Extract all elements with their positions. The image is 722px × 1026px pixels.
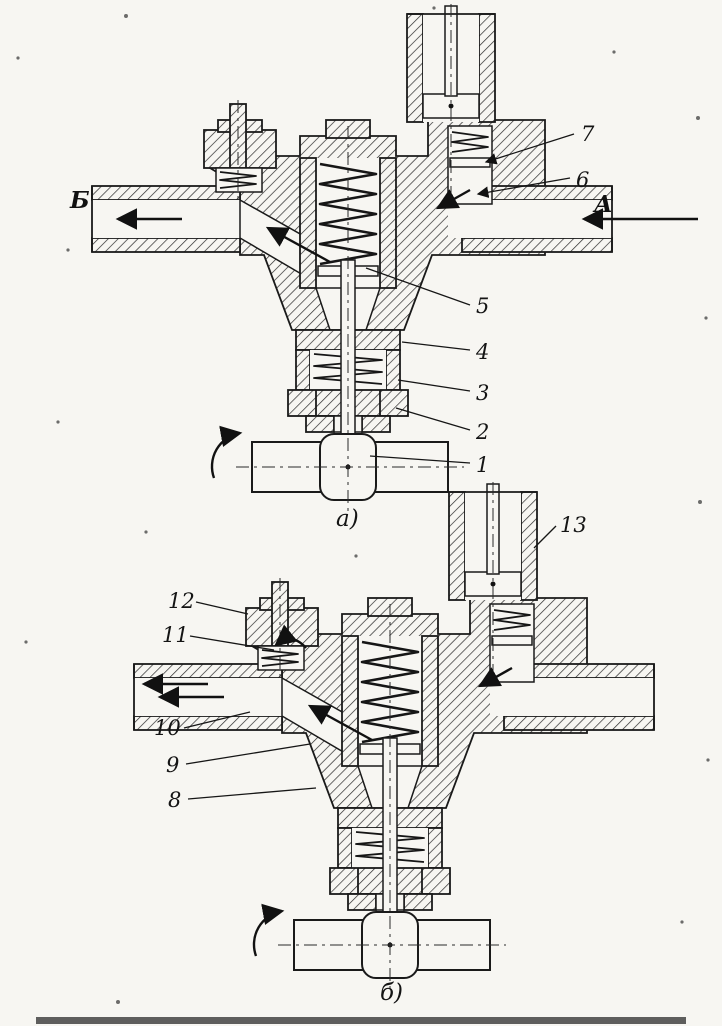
callout-3: 3 bbox=[476, 381, 489, 405]
port-label-out: Б bbox=[69, 187, 90, 214]
leader-13 bbox=[533, 525, 557, 549]
view-b-annotations: 13 12 11 10 9 8 б) bbox=[141, 513, 587, 1006]
callout-11: 11 bbox=[162, 623, 189, 647]
callout-4: 4 bbox=[475, 340, 489, 364]
leader-2 bbox=[395, 407, 471, 431]
callout-8: 8 bbox=[168, 788, 181, 812]
leader-3 bbox=[397, 379, 471, 392]
leader-9 bbox=[185, 743, 311, 765]
leader-10 bbox=[183, 711, 251, 729]
view-a-annotations: Б А 7 6 5 4 3 2 1 а) bbox=[69, 122, 698, 532]
view-a-mechanism bbox=[92, 4, 612, 512]
leader-4 bbox=[401, 341, 471, 351]
leader-12 bbox=[195, 601, 249, 615]
callout-12: 12 bbox=[168, 589, 195, 613]
view-a-caption: а) bbox=[336, 506, 359, 532]
leader-1 bbox=[369, 455, 471, 464]
leader-6 bbox=[476, 177, 571, 198]
callout-6: 6 bbox=[576, 168, 589, 192]
flow-arrow-bypass bbox=[274, 624, 307, 649]
scan-artifacts bbox=[16, 6, 710, 1024]
callout-10: 10 bbox=[154, 716, 181, 740]
callout-7: 7 bbox=[581, 122, 595, 146]
leader-7 bbox=[484, 133, 575, 165]
callout-1: 1 bbox=[476, 453, 489, 477]
leader-5 bbox=[365, 267, 471, 306]
leader-8 bbox=[187, 787, 317, 800]
view-b-caption: б) bbox=[380, 980, 403, 1006]
leader-11 bbox=[189, 635, 275, 651]
callout-9: 9 bbox=[166, 753, 179, 777]
port-label-in: А bbox=[592, 191, 613, 218]
view-b-mechanism bbox=[134, 482, 654, 990]
callout-2: 2 bbox=[475, 420, 489, 444]
callout-13: 13 bbox=[560, 513, 587, 537]
callout-5: 5 bbox=[476, 294, 489, 318]
